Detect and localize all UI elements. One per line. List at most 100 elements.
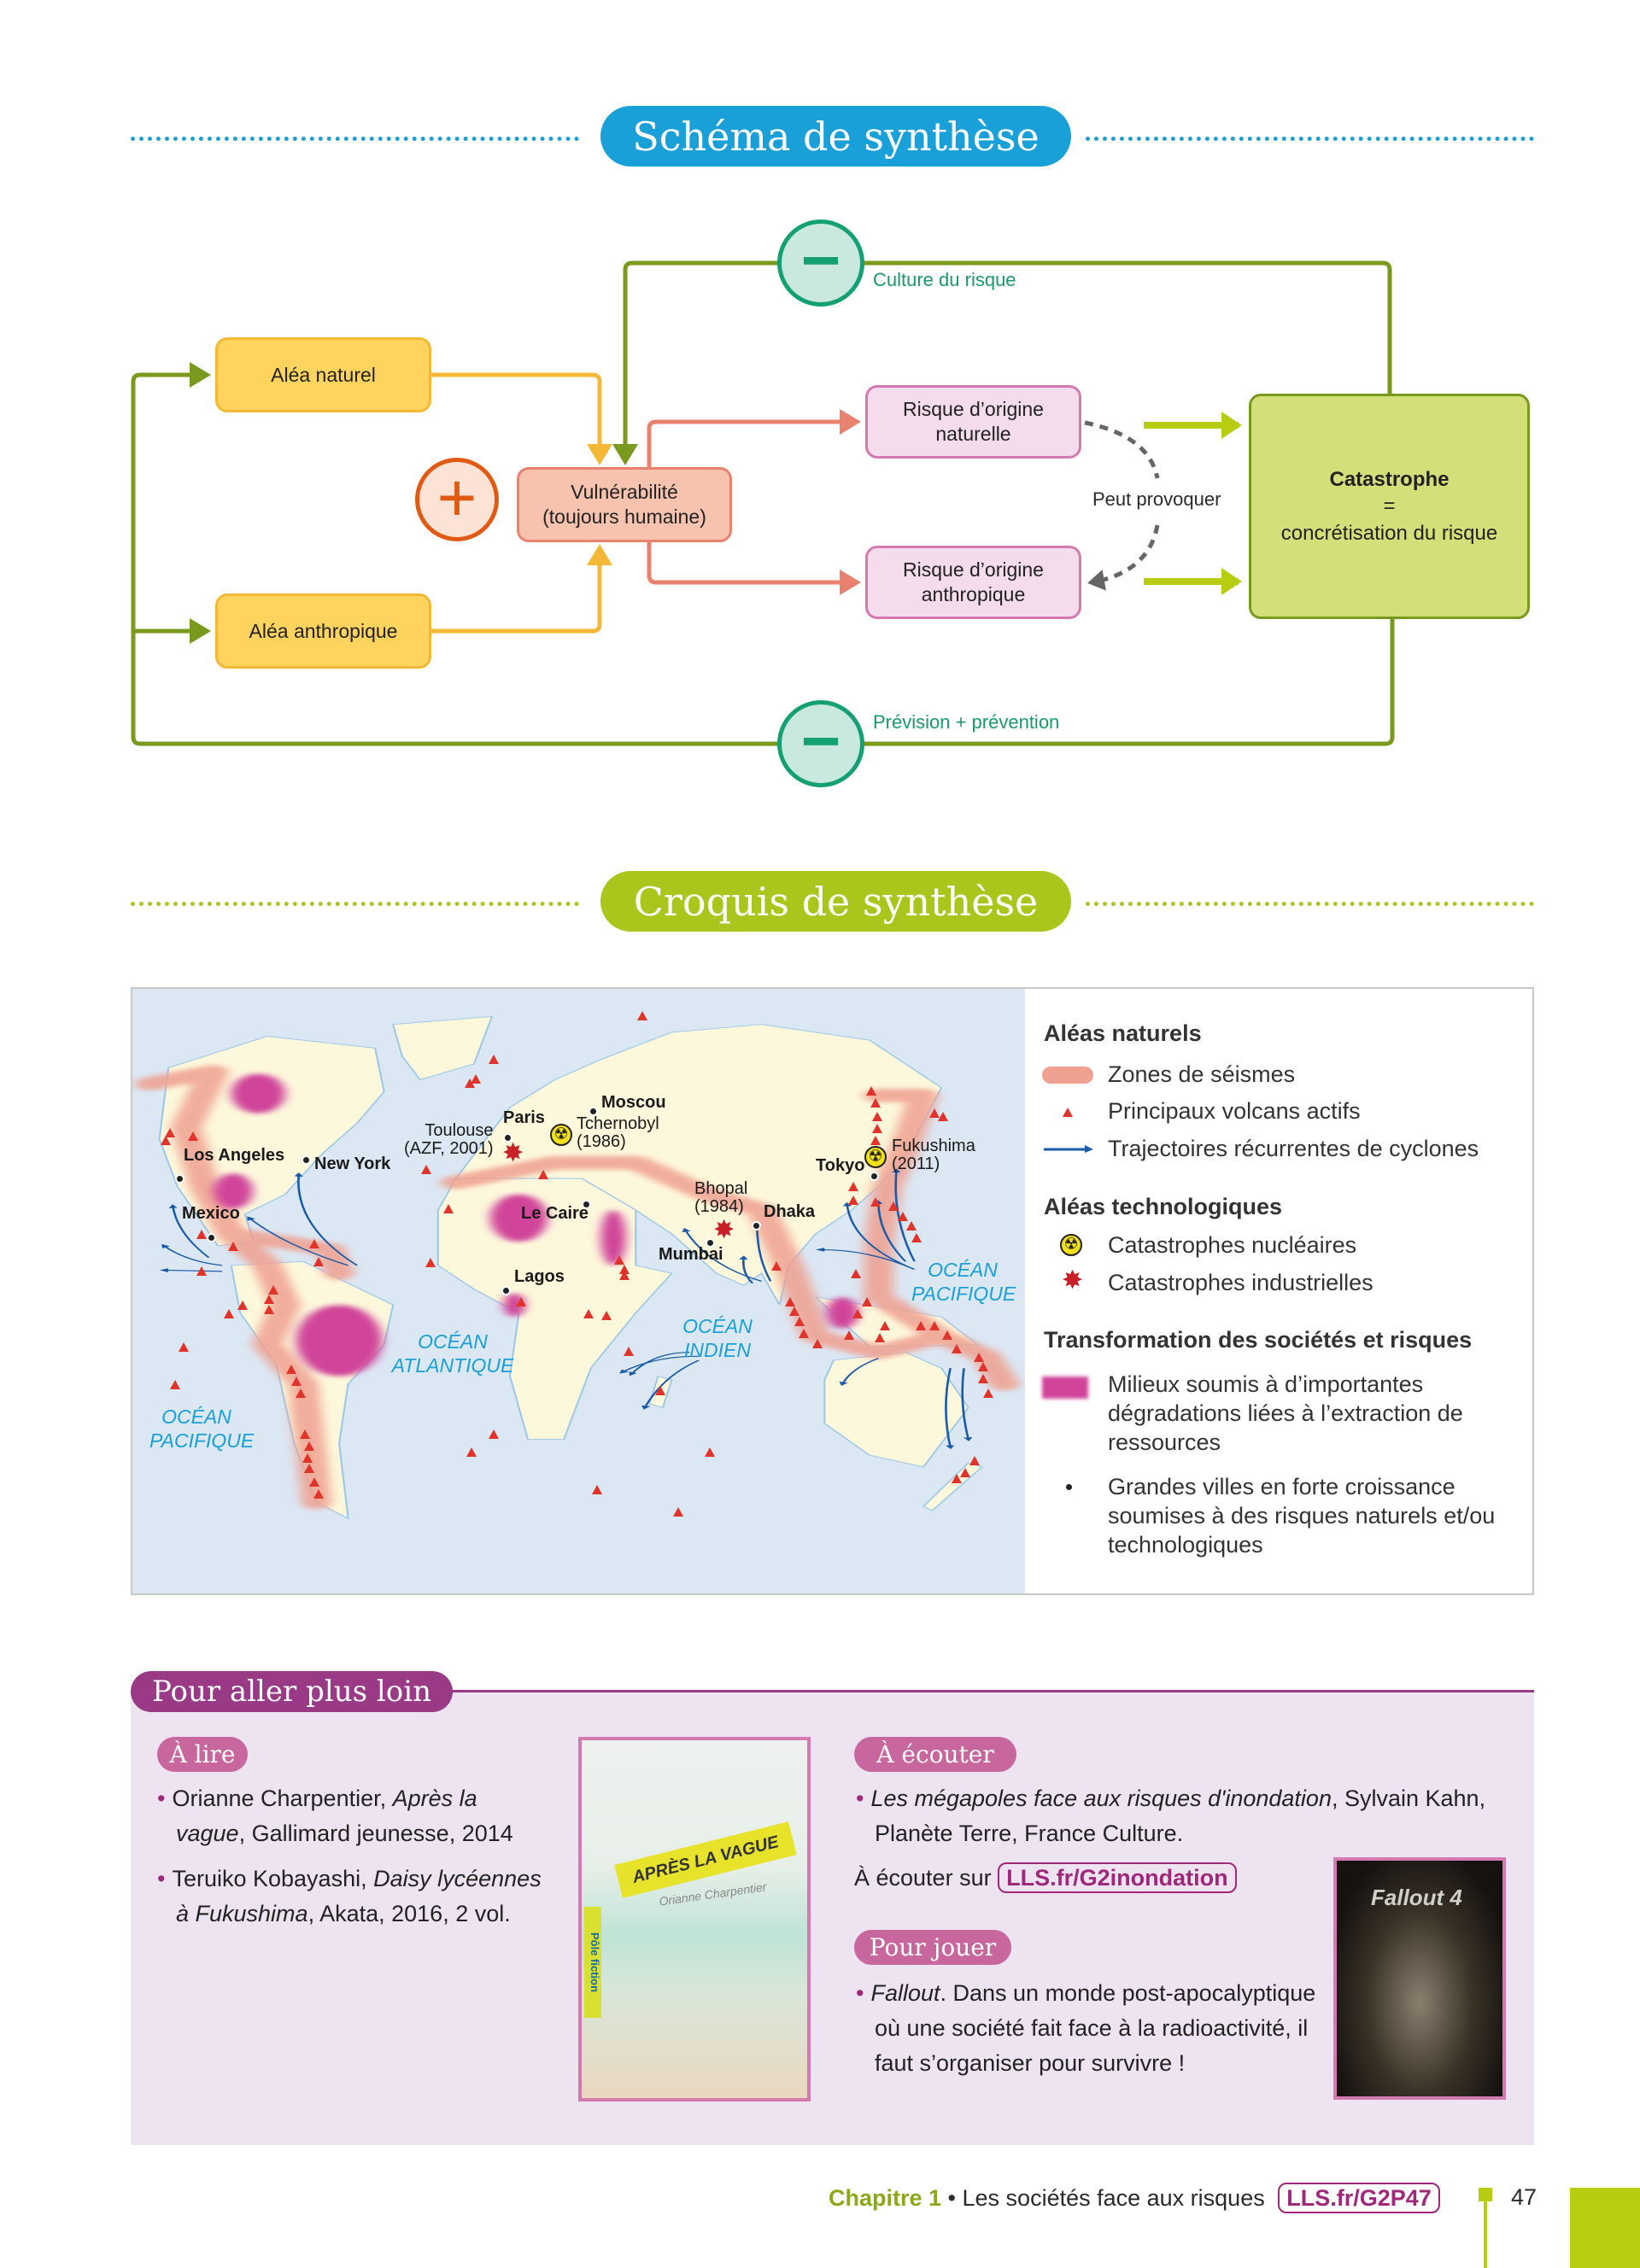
volcano-icon [623,1346,634,1356]
volcano-icon [264,1304,275,1314]
volcano-icon [888,1201,899,1212]
volcano-icon [974,1352,985,1362]
industrial-disaster-icon: ✸ [1062,1266,1084,1295]
item-title: Fallout [870,1980,940,2006]
volcano-icon [290,1376,302,1386]
ocean-indien: OCÉAN INDIEN [682,1315,753,1361]
legend-heading-societies: Transformation des sociétés et risques [1044,1327,1473,1353]
volcano-icon [304,1463,315,1473]
volcano-icon [421,1164,432,1174]
volcano-icon [847,1181,858,1191]
fallout-cover[interactable]: Fallout 4 [1333,1857,1506,2100]
volcano-icon [951,1344,962,1354]
divider [444,1690,1534,1692]
ecouter-item: •Les mégapoles face aux risques d'inonda… [856,1786,1486,1846]
volcano-icon [870,1197,882,1207]
volcano-icon [870,1136,882,1146]
volcano-icon [794,1316,805,1326]
inondation-link[interactable]: LLS.fr/G2inondation [998,1862,1237,1893]
divider [1086,902,1534,906]
city-dot [503,1133,512,1143]
risque-naturel-box: Risque d’origine naturelle [865,385,1081,459]
footer-sep: • [941,2185,963,2211]
volcano-icon [978,1362,989,1372]
city-dot [752,1221,761,1230]
volcano-icon [464,1078,475,1088]
cover-series: Pôle fiction [584,1907,601,2018]
volcano-icon [268,1284,279,1295]
divider [1086,137,1534,141]
plus-loin-panel [131,1691,1534,2145]
volcano-icon [300,1429,311,1440]
city-dot [302,1155,311,1165]
volcano-icon [911,1233,922,1243]
volcano-icon [443,1204,454,1214]
seismic-zones [135,1065,1020,1510]
volcano-icon [851,1269,862,1279]
city-bhopal: Bhopal (1984) [694,1179,748,1216]
map-shapes [135,1015,1020,1520]
jouer-item: •Fallout. Dans un monde post-apocalyptiq… [856,1980,1316,2076]
item-rest: , Gallimard jeunesse, 2014 [238,1821,513,1846]
synthesis-map: Los Angeles New York Mexico Paris Toulou… [131,987,1534,1595]
volcano-icon [515,1296,526,1306]
volcano-icon [969,1455,980,1465]
volcano-icon [592,1484,603,1494]
city-lagos: Lagos [514,1267,565,1286]
volcano-icon [879,1320,890,1330]
volcano-icon [489,1055,500,1065]
minus-icon: − [777,700,864,787]
jouer-label: Pour jouer [854,1930,1011,1965]
catastrophe-box: Catastrophe=concrétisation du risque [1249,394,1530,619]
divider [131,902,579,906]
volcano-icon [302,1453,313,1464]
lire-label: À lire [157,1737,248,1772]
legend-milieux: Milieux soumis à d’importantes dégradati… [1108,1371,1463,1455]
volcano-icon [843,1330,854,1341]
ocean-atlantique: OCÉAN ATLANTIQUE [391,1330,514,1377]
plus-loin-title: Pour aller plus loin [131,1671,453,1712]
volcano-icon [618,1271,630,1281]
item-rest: , Akata, 2016, 2 vol. [308,1901,511,1926]
equals: = [1383,494,1396,518]
ecouter-sur: À écouter sur LLS.fr/G2inondation [854,1861,1237,1896]
volcano-icon [951,1473,962,1483]
volcano-icon [308,1239,319,1249]
volcano-icon [537,1169,548,1179]
vulnerabilite-label: Vulnérabilité [571,481,678,504]
volcano-icon [960,1467,971,1477]
catastrophe-definition: concrétisation du risque [1280,521,1498,545]
volcano-icon [852,1308,864,1318]
volcano-icon [785,1296,796,1306]
volcano-icon [982,1388,993,1398]
schema-connectors [131,260,1395,746]
book-cover-apres-la-vague[interactable]: APRÈS LA VAGUE Orianne Charpentier Pôle … [578,1737,811,2101]
seismic-zone-swatch [1042,1067,1093,1084]
volcano-icon [196,1266,208,1276]
city-dot [870,1172,879,1181]
legend-cyclones: Trajectoires récurrentes de cyclones [1108,1136,1479,1161]
volcano-icon [425,1258,436,1268]
city-dhaka: Dhaka [764,1202,816,1221]
volcano-icon [618,1265,630,1275]
footer-link[interactable]: LLS.fr/G2P47 [1278,2183,1440,2213]
lire-item: •Orianne Charpentier, Après la vague, Ga… [157,1786,513,1846]
volcano-icon [187,1131,198,1141]
city-toulouse: Toulouse (AZF, 2001) [404,1121,494,1158]
nuclear-icon: ☢ [864,1146,887,1168]
volcano-icon [179,1342,190,1353]
legend-heading-natural: Aléas naturels [1044,1020,1202,1046]
volcano-icon [636,1010,647,1020]
volcano-icon [471,1074,482,1084]
volcano-icon [915,1320,926,1330]
volcano-icon [227,1241,238,1251]
volcano-icon [600,1310,612,1320]
degradation-zones [213,1073,859,1377]
corner-tab [1570,2188,1640,2268]
eurasia [454,1024,943,1306]
volcano-icon [875,1332,886,1342]
lire-item: •Teruiko Kobayashi, Daisy lycéennes à Fu… [157,1866,542,1926]
city-dot [589,1107,598,1116]
volcano-icon [223,1308,234,1318]
volcano-icon [466,1447,477,1458]
